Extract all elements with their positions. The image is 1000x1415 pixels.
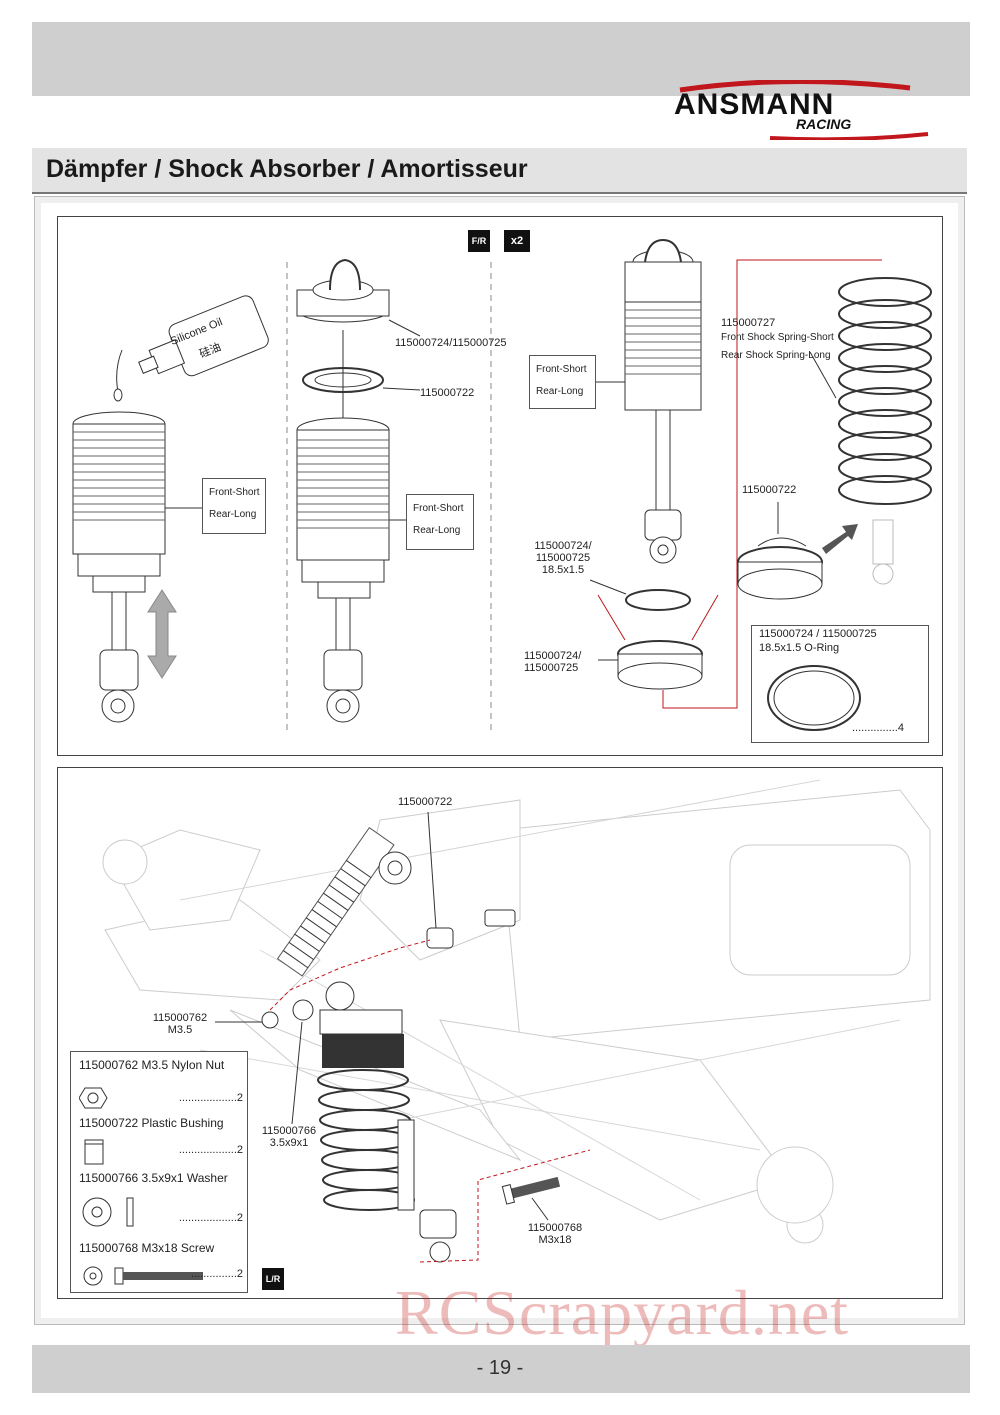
section-title: Dämpfer / Shock Absorber / Amortisseur [46, 155, 528, 183]
oring-parts-box: 115000724 / 115000725 18.5x1.5 O-Ring ..… [751, 625, 929, 743]
nut-callout-part: 115000762 [152, 1012, 208, 1024]
length-note-rear: Rear-Long [413, 525, 461, 536]
bushing-callout: 115000722 [398, 796, 453, 808]
oring-part-line1: 115000724/ [534, 540, 592, 552]
left-right-badge: L/R [262, 1268, 284, 1290]
nylon-nut-icon [79, 1087, 108, 1109]
length-note-front: Front-Short [209, 487, 260, 498]
parts-list-qty: ...................2 [178, 1144, 243, 1156]
screw-callout-part: 115000768 [527, 1222, 583, 1234]
spring-part-number: 115000727 [721, 317, 776, 329]
shock-cap-part-number: 115000724/115000725 [395, 337, 507, 349]
oring-box-part-number: 115000724 / 115000725 [759, 628, 877, 640]
length-note-front: Front-Short [413, 503, 464, 514]
parts-list-item: 115000722 Plastic Bushing [79, 1116, 224, 1130]
length-note-front: Front-Short [536, 364, 587, 375]
spring-rear-note: Rear Shock Spring-Long [721, 350, 831, 361]
shock-assembly-drawing [72, 238, 932, 730]
spring-front-note: Front Shock Spring-Short [721, 332, 834, 343]
washer-callout-size: 3.5x9x1 [269, 1137, 309, 1149]
nut-callout: 115000762 M3.5 [145, 1012, 215, 1036]
chassis-mounting-drawing [102, 779, 931, 1263]
screw-callout: 115000768 M3x18 [520, 1222, 590, 1246]
logo-swoosh [679, 80, 929, 140]
parts-list-qty: ...................2 [178, 1092, 243, 1104]
parts-list-item: 115000766 3.5x9x1 Washer [79, 1171, 228, 1185]
screw-callout-size: M3x18 [538, 1234, 572, 1246]
parts-list-qty: ...................2 [178, 1212, 243, 1224]
oring-part-line3: 18.5x1.5 [541, 564, 585, 576]
oring-icon [767, 665, 861, 731]
front-rear-badge: F/R [468, 230, 490, 252]
length-note-rear: Rear-Long [536, 386, 584, 397]
washer-icon [82, 1197, 134, 1227]
footer-bar [32, 1345, 970, 1393]
nut-callout-size: M3.5 [167, 1024, 193, 1036]
parts-list-box: 115000762 M3.5 Nylon Nut ...............… [70, 1051, 248, 1293]
oring-box-description: 18.5x1.5 O-Ring [759, 642, 840, 654]
logo-brand-text: ANSMANN [674, 88, 835, 121]
oring-part-line2: 115000725 [535, 552, 591, 564]
oring-box-quantity: ...............4 [852, 722, 904, 734]
shock-nut-part-number: 115000724/ 115000725 [524, 650, 581, 674]
plastic-bushing-icon [84, 1139, 104, 1165]
parts-list-item: 115000768 M3x18 Screw [79, 1241, 215, 1255]
section-title-bar: Dämpfer / Shock Absorber / Amortisseur [32, 148, 967, 194]
quantity-badge: x2 [504, 230, 530, 252]
ansmann-racing-logo: ANSMANN RACING [670, 80, 930, 140]
spring-collar-part-number: 115000722 [742, 484, 797, 496]
oring-part-number: 115000724/ 115000725 18.5x1.5 [528, 540, 598, 576]
watermark-text: RCScrapyard.net [395, 1277, 849, 1348]
shock-bushing-part-number: 115000722 [420, 387, 475, 399]
shock-nut-line1: 115000724/ [524, 650, 582, 662]
parts-list-item: 115000762 M3.5 Nylon Nut [79, 1058, 225, 1072]
washer-callout: 115000766 3.5x9x1 [254, 1125, 324, 1149]
length-note-right: Front-Short Rear-Long [529, 355, 596, 409]
parts-list-qty: ...............2 [191, 1268, 243, 1280]
length-note-left: Front-Short Rear-Long [202, 478, 266, 534]
length-note-middle: Front-Short Rear-Long [406, 494, 474, 550]
screw-icon [83, 1266, 203, 1286]
logo-racing-text: RACING [796, 116, 852, 132]
page-number: - 19 - [476, 1357, 524, 1379]
length-note-rear: Rear-Long [209, 509, 257, 520]
shock-nut-line2: 115000725 [524, 662, 579, 674]
washer-callout-part: 115000766 [261, 1125, 317, 1137]
